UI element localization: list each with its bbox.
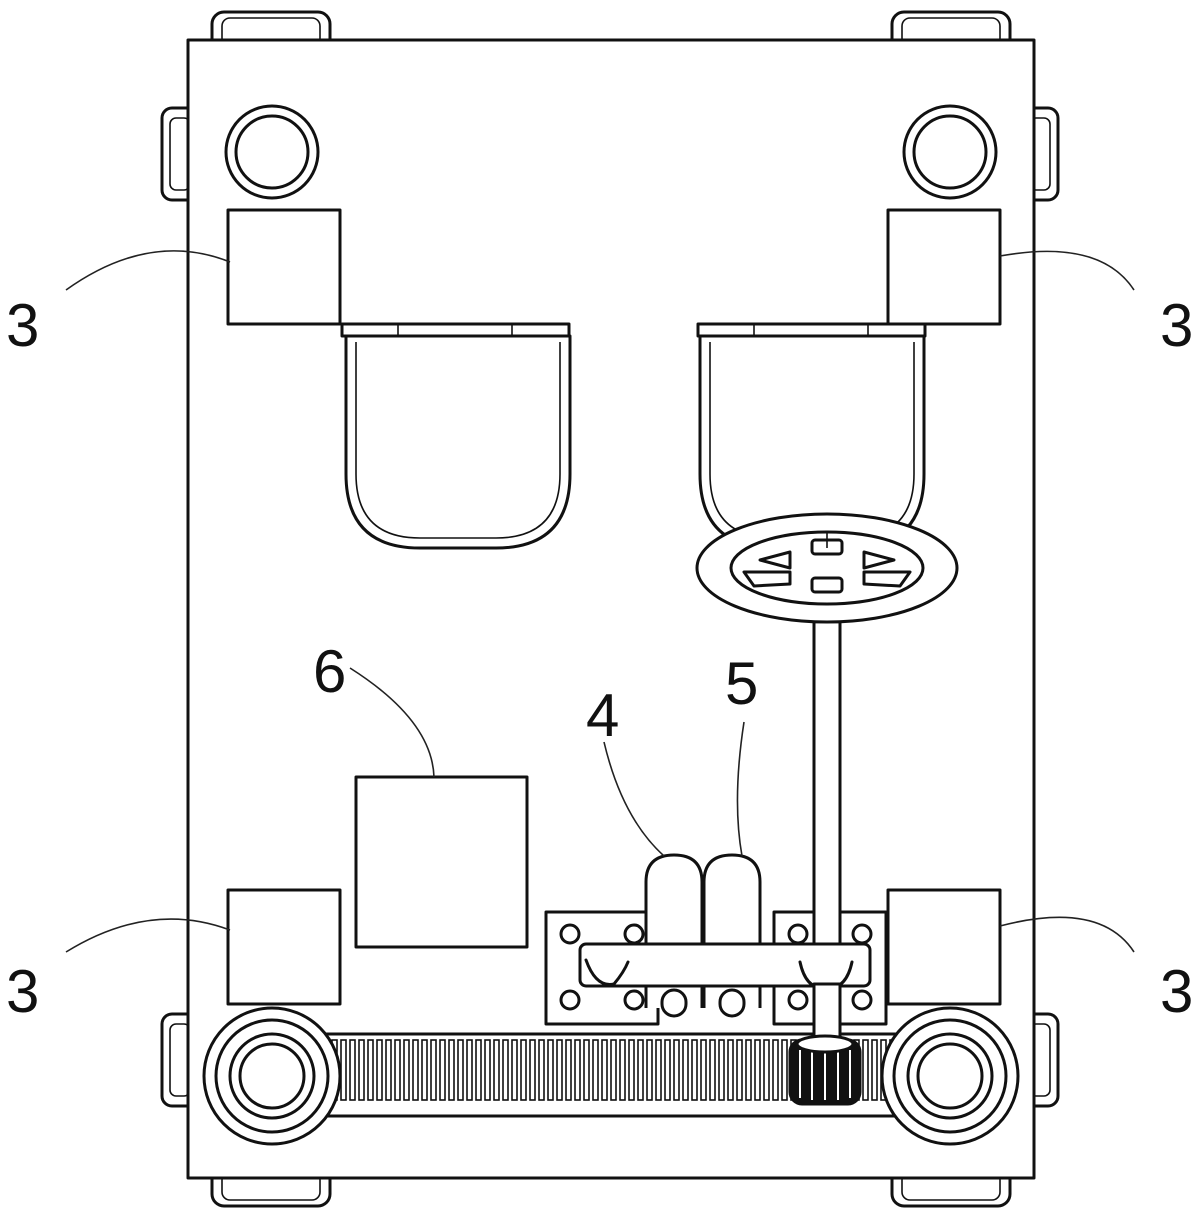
rack-tooth — [439, 1039, 446, 1101]
rack-tooth — [502, 1039, 509, 1101]
leader-5 — [736, 721, 745, 857]
rack-tooth — [412, 1039, 419, 1101]
rack-tooth — [619, 1039, 626, 1101]
rack-tooth — [736, 1039, 743, 1101]
rack-tooth — [538, 1039, 545, 1101]
tray-right — [696, 322, 927, 550]
rack-tooth — [709, 1039, 716, 1101]
leader-bottom-right — [999, 916, 1135, 953]
leader-top-left — [65, 250, 231, 291]
rack-tooth — [430, 1039, 437, 1101]
rack-tooth — [403, 1039, 410, 1101]
rack-tooth — [493, 1039, 500, 1101]
leader-6 — [349, 667, 435, 778]
rack-tooth — [664, 1039, 671, 1101]
label-5: 5 — [725, 650, 758, 717]
boxes-3 — [226, 208, 1002, 1006]
rack-tooth — [529, 1039, 536, 1101]
rack-tooth — [691, 1039, 698, 1101]
tray-left — [340, 322, 572, 550]
rack-tooth — [358, 1039, 365, 1101]
top-circles — [224, 104, 998, 200]
rack-tooth — [763, 1039, 770, 1101]
label-3-bottom-right: 3 — [1160, 958, 1193, 1025]
rack-tooth — [520, 1039, 527, 1101]
leader-lines — [65, 250, 1135, 953]
shaft — [812, 606, 842, 1046]
box-top-left — [226, 208, 342, 326]
rack-tooth — [565, 1039, 572, 1101]
rack-tooth — [385, 1039, 392, 1101]
rack-tooth — [475, 1039, 482, 1101]
rack-tooth — [682, 1039, 689, 1101]
handwheel — [695, 512, 959, 624]
rack-tooth — [556, 1039, 563, 1101]
box-bottom-right — [886, 888, 1002, 1006]
rack-tooth — [421, 1039, 428, 1101]
circle-top-left — [224, 104, 320, 200]
rack-tooth — [727, 1039, 734, 1101]
box-top-right — [886, 208, 1002, 326]
rack-tooth — [637, 1039, 644, 1101]
rack-tooth — [466, 1039, 473, 1101]
label-6: 6 — [313, 638, 346, 705]
rack-tooth — [655, 1039, 662, 1101]
leader-top-right — [999, 250, 1135, 291]
rack-tooth — [448, 1039, 455, 1101]
rack-tooth — [349, 1039, 356, 1101]
block-6 — [354, 775, 529, 949]
roller-bottom-left — [202, 1006, 342, 1146]
rack-tooth — [592, 1039, 599, 1101]
roller-bottom-right — [880, 1006, 1020, 1146]
rack-tooth — [547, 1039, 554, 1101]
label-3-bottom-left: 3 — [6, 958, 39, 1025]
rack-tooth — [700, 1039, 707, 1101]
rack-tooth — [781, 1039, 788, 1101]
rack-tooth — [628, 1039, 635, 1101]
rack-tooth — [862, 1039, 869, 1101]
rack-tooth — [754, 1039, 761, 1101]
capsules — [644, 853, 762, 1018]
rack-tooth — [601, 1039, 608, 1101]
rack-tooth — [376, 1039, 383, 1101]
rack-tooth — [511, 1039, 518, 1101]
rack-tooth — [367, 1039, 374, 1101]
rack-tooth — [457, 1039, 464, 1101]
rack-tooth — [646, 1039, 653, 1101]
rack-tooth — [871, 1039, 878, 1101]
rack-tooth — [718, 1039, 725, 1101]
leader-4 — [603, 741, 665, 857]
box-bottom-left — [226, 888, 342, 1006]
cross-bar — [578, 942, 872, 990]
label-3-top-right: 3 — [1160, 292, 1193, 359]
label-3-top-left: 3 — [6, 292, 39, 359]
rack-tooth — [484, 1039, 491, 1101]
bottom-rollers — [202, 1006, 1020, 1146]
rack-tooth — [673, 1039, 680, 1101]
rack-tooth — [772, 1039, 779, 1101]
leader-bottom-left — [65, 918, 231, 953]
rack-tooth — [745, 1039, 752, 1101]
reference-labels: 3 3 3 3 6 4 5 — [6, 292, 1193, 1025]
circle-top-right — [902, 104, 998, 200]
rack-tooth — [610, 1039, 617, 1101]
knurled-nut — [788, 1034, 862, 1106]
handwheel-rim — [695, 512, 959, 624]
rack-tooth — [394, 1039, 401, 1101]
rack-tooth — [574, 1039, 581, 1101]
rack-tooth — [583, 1039, 590, 1101]
label-4: 4 — [586, 682, 619, 749]
